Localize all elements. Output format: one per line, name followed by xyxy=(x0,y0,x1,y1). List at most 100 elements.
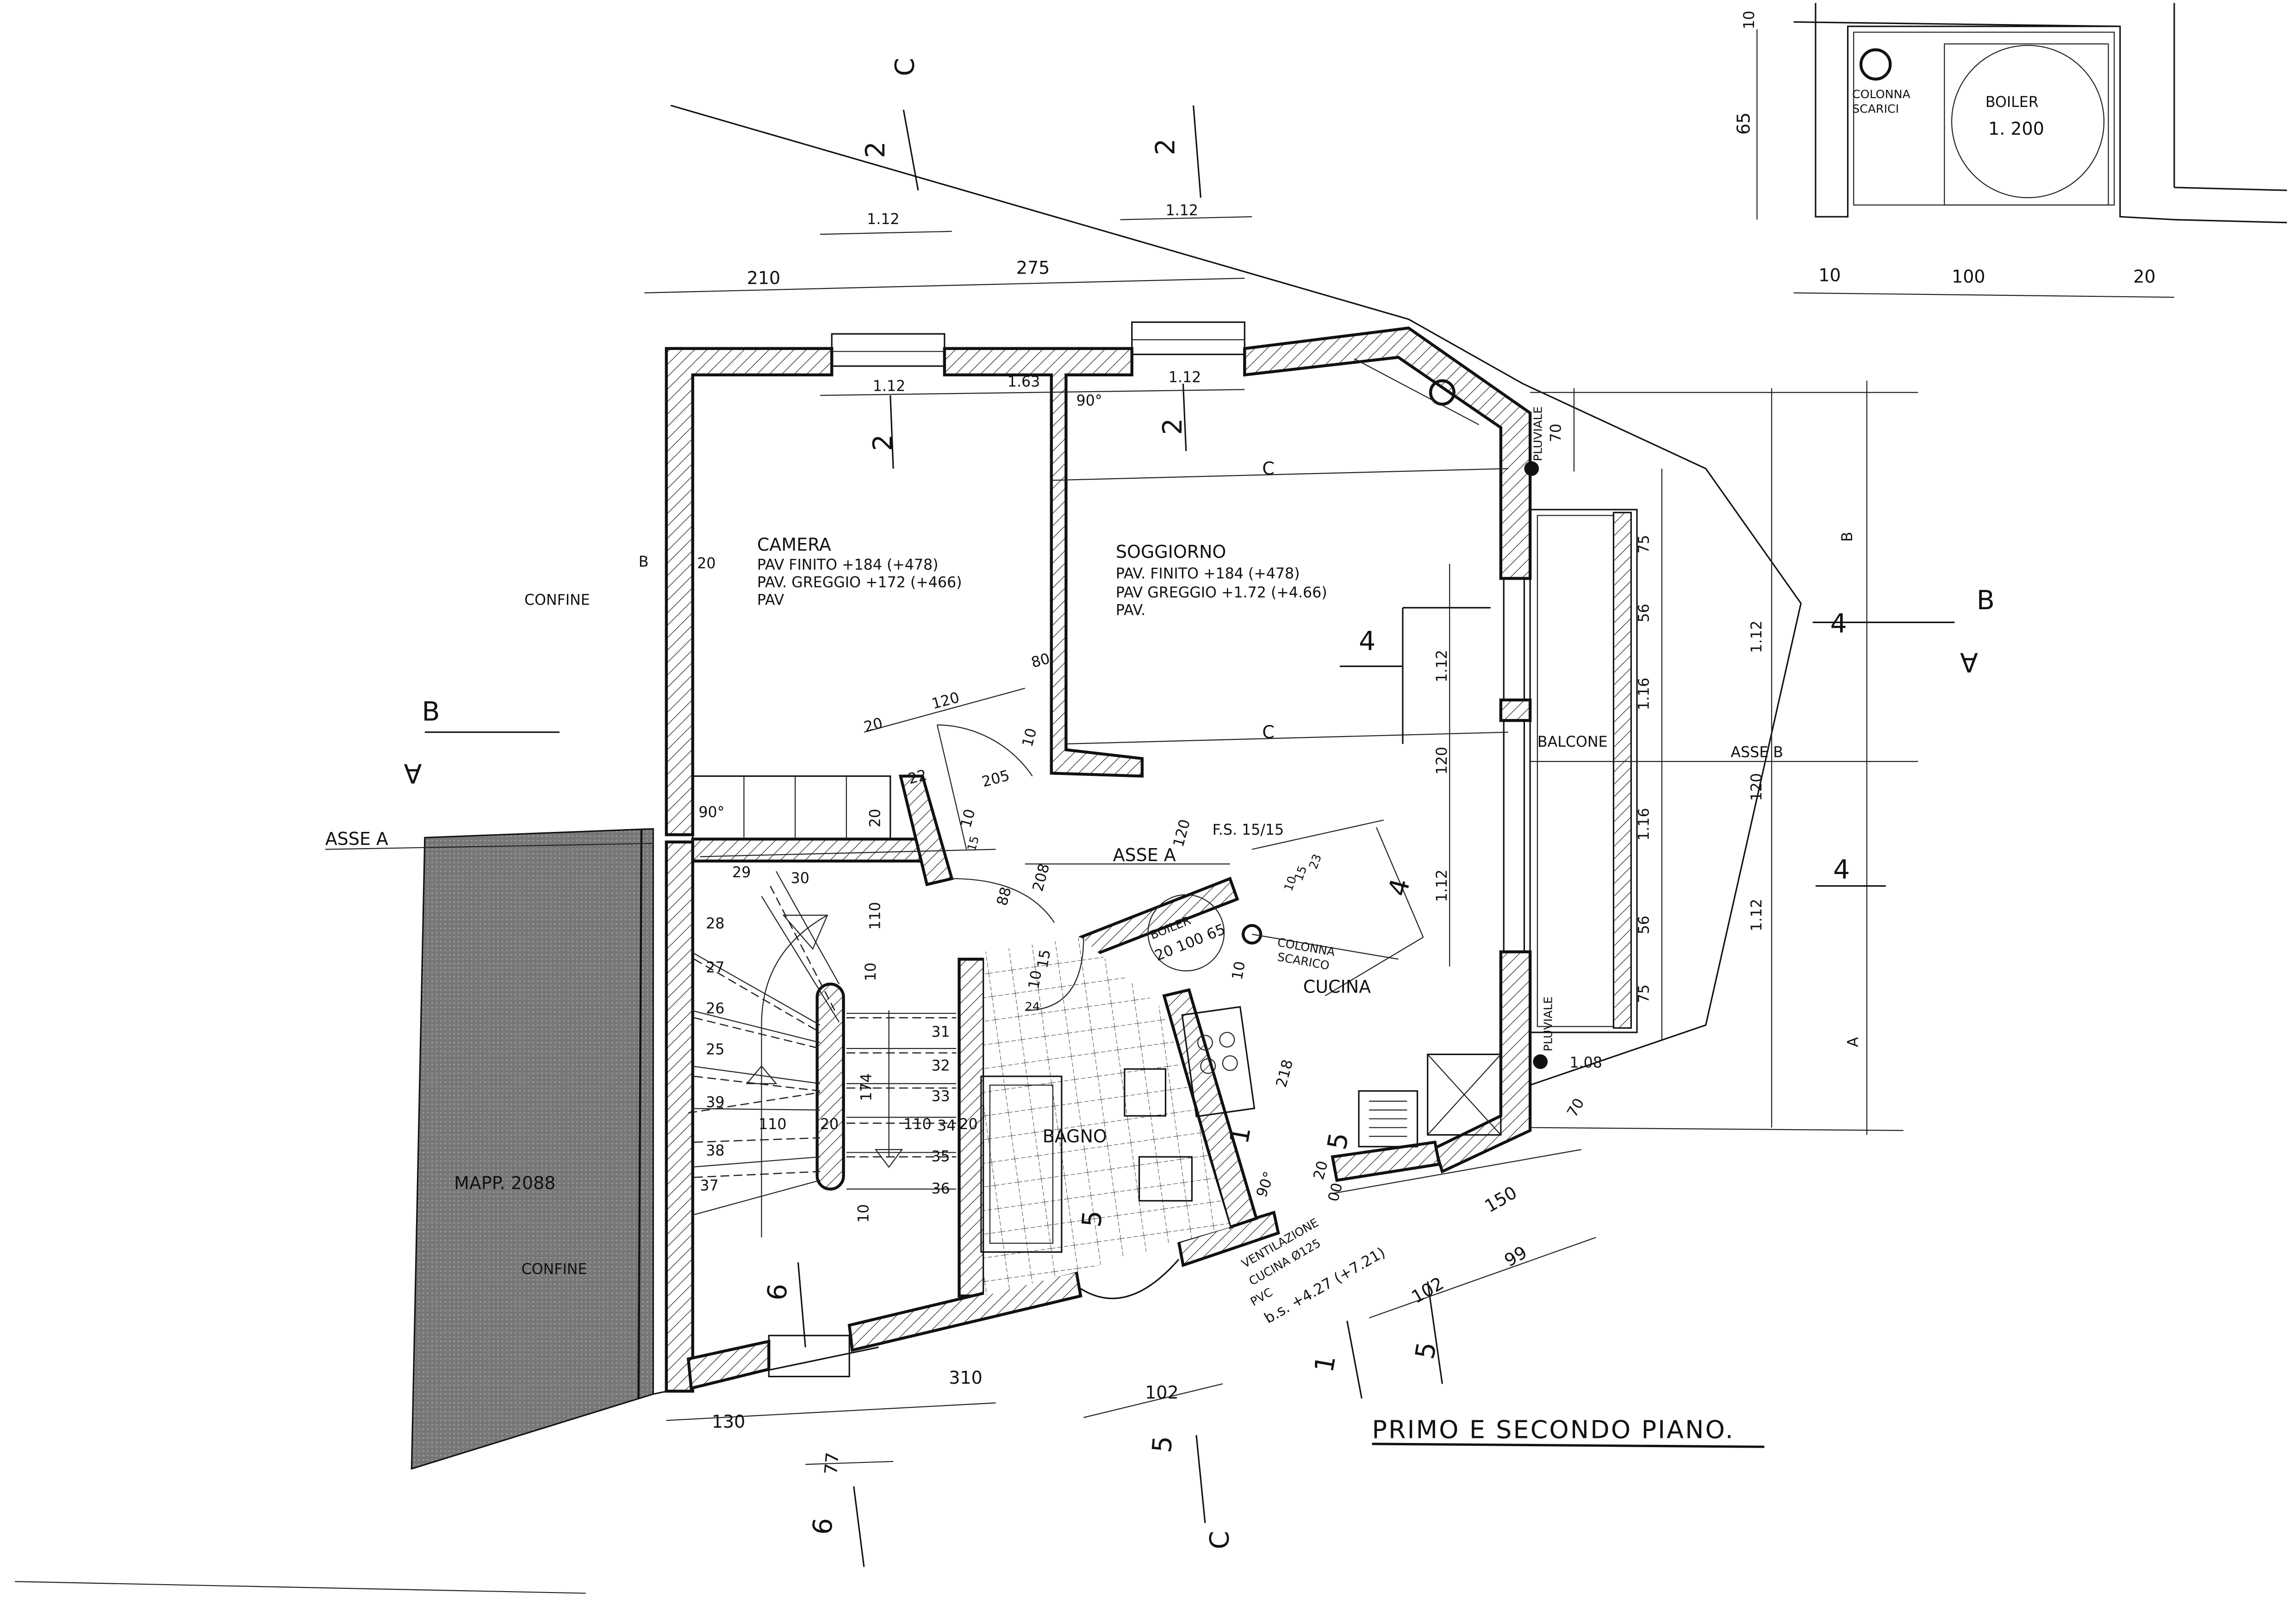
inset-labels: 10 65 10 100 20 COLONNA SCARICI BOILER 1… xyxy=(1734,11,2156,287)
section-4-label: 4 xyxy=(1382,875,1416,899)
section-marks xyxy=(424,105,1955,1567)
section-2-label: 2 xyxy=(1157,418,1188,435)
dim: 10 xyxy=(1026,969,1045,990)
dim: 1.12 xyxy=(1434,869,1450,902)
dim: 88 xyxy=(994,885,1014,907)
angle-label: 90° xyxy=(1076,393,1102,409)
dim: 75 xyxy=(1636,535,1652,553)
dim: 10 xyxy=(855,1204,872,1223)
drawing-title: PRIMO E SECONDO PIANO. xyxy=(1372,1415,1735,1444)
inset-dim: 10 xyxy=(1741,11,1758,29)
inset-drain-label: SCARICI xyxy=(1852,102,1899,116)
dim: 205 xyxy=(980,767,1012,790)
downpipe-icon xyxy=(1533,1054,1548,1069)
dim: 10 xyxy=(1229,960,1249,981)
neighbour-parcel xyxy=(411,828,654,1470)
dim: 10 xyxy=(1019,726,1040,749)
kitchen-counter xyxy=(1181,1006,1256,1118)
dim: 80 xyxy=(1029,650,1052,671)
dim: 1.63 xyxy=(1008,374,1040,390)
angle-label: 90° xyxy=(698,804,724,821)
dim: 102 xyxy=(1145,1382,1178,1403)
stove-grille xyxy=(1358,1090,1419,1148)
dim: 20 xyxy=(697,555,716,572)
dim: 174 xyxy=(859,1073,875,1101)
section-labels: C 2 2 2 2 C C B A B A 4 4 4 4 B A 1 1 5 … xyxy=(404,58,1995,1549)
confine-label: CONFINE xyxy=(522,1261,587,1278)
room-name-bagno: BAGNO xyxy=(1043,1126,1107,1146)
dim: 1.12 xyxy=(1748,899,1765,931)
step-number: 30 xyxy=(791,870,809,887)
dim: 210 xyxy=(747,268,780,288)
step-number: 25 xyxy=(706,1042,724,1058)
section-4-label: 4 xyxy=(1833,855,1850,885)
section-2-label: 2 xyxy=(868,434,898,451)
axis-a-label: ASSE A xyxy=(325,829,388,849)
section-6-label: 6 xyxy=(762,1282,794,1302)
dim: 1.16 xyxy=(1636,808,1652,840)
dim: 150 xyxy=(1481,1182,1520,1217)
section-b-label: B xyxy=(422,696,440,727)
section-a-label: A xyxy=(404,758,422,788)
camera-floor-finish: PAV FINITO +184 (+478) xyxy=(757,556,939,573)
dim: 20 xyxy=(820,1116,839,1133)
boiler-symbol xyxy=(1147,894,1225,972)
dim: 110 xyxy=(903,1116,931,1133)
ventilation-note: PVC xyxy=(1248,1286,1275,1309)
property-boundary xyxy=(637,829,643,1399)
room-name-balcone: BALCONE xyxy=(1537,734,1608,750)
room-labels: CAMERA PAV FINITO +184 (+478) PAV. GREGG… xyxy=(454,534,1607,1193)
dim: 00 xyxy=(1325,1181,1346,1203)
partitions xyxy=(692,775,996,857)
dim: 20 xyxy=(959,1116,977,1133)
step-number: 36 xyxy=(931,1181,950,1197)
section-4-label: 4 xyxy=(1359,626,1375,656)
flue-label: F.S. 15/15 xyxy=(1213,822,1284,838)
inset-drain-label: COLONNA xyxy=(1852,87,1911,101)
step-number: 35 xyxy=(931,1148,950,1165)
axis-a-label: ASSE A xyxy=(1113,845,1176,865)
section-c-label: C xyxy=(890,58,920,76)
dim: 275 xyxy=(1016,258,1050,278)
dim: 120 xyxy=(1434,747,1450,775)
step-number: 38 xyxy=(706,1143,724,1159)
inset-dim: 10 xyxy=(1818,265,1841,285)
inset-boiler-detail xyxy=(1756,3,2287,298)
dimension-labels: 210 275 1.12 1.12 1.12 1.63 1.12 B 20 12… xyxy=(639,202,1765,1475)
dim: 10 xyxy=(958,807,978,830)
inset-boiler-capacity: 1. 200 xyxy=(1988,119,2044,139)
camera-floor-rough: PAV. GREGGIO +172 (+466) xyxy=(757,574,962,591)
dim: B xyxy=(639,554,649,570)
room-name-cucina: CUCINA xyxy=(1303,977,1371,997)
doors xyxy=(936,724,1084,1011)
dim: 110 xyxy=(867,902,884,930)
section-5-label: 5 xyxy=(1410,1340,1443,1362)
section-4-label: 4 xyxy=(1830,609,1847,639)
drain-column-icon xyxy=(1241,924,1263,945)
section-b-label: B xyxy=(1977,585,1995,616)
plot-boundary-line xyxy=(670,105,1802,1087)
drain-column-icon xyxy=(1859,48,1892,81)
section-2-label: 2 xyxy=(860,141,891,158)
section-2-label: 2 xyxy=(1150,138,1181,155)
dim: 110 xyxy=(759,1116,786,1133)
dim: 20 xyxy=(862,715,884,736)
dim: 1.08 xyxy=(1570,1055,1602,1071)
bathroom-tiles xyxy=(984,937,1230,1296)
grid-c-label: C xyxy=(1262,458,1275,479)
dim: 120 xyxy=(1170,818,1194,849)
dim: 1.16 xyxy=(1636,678,1652,710)
downpipe-label: PLUVIALE xyxy=(1531,406,1544,462)
soggiorno-floor-note: PAV. xyxy=(1116,602,1145,619)
dimension-lines xyxy=(325,216,1918,1465)
axis-b-label: ASSE B xyxy=(1730,744,1783,761)
section-6-label: 6 xyxy=(807,1517,839,1536)
soggiorno-floor-finish: PAV. FINITO +184 (+478) xyxy=(1116,565,1300,582)
dim: 130 xyxy=(712,1412,745,1432)
section-1-label: 1 xyxy=(1309,1353,1342,1374)
room-name-soggiorno: SOGGIORNO xyxy=(1116,542,1226,562)
section-5-label: 5 xyxy=(1147,1435,1179,1454)
section-5-label: 5 xyxy=(1076,1209,1108,1229)
inset-dim: 20 xyxy=(2133,266,2155,287)
step-number: 39 xyxy=(706,1094,724,1111)
